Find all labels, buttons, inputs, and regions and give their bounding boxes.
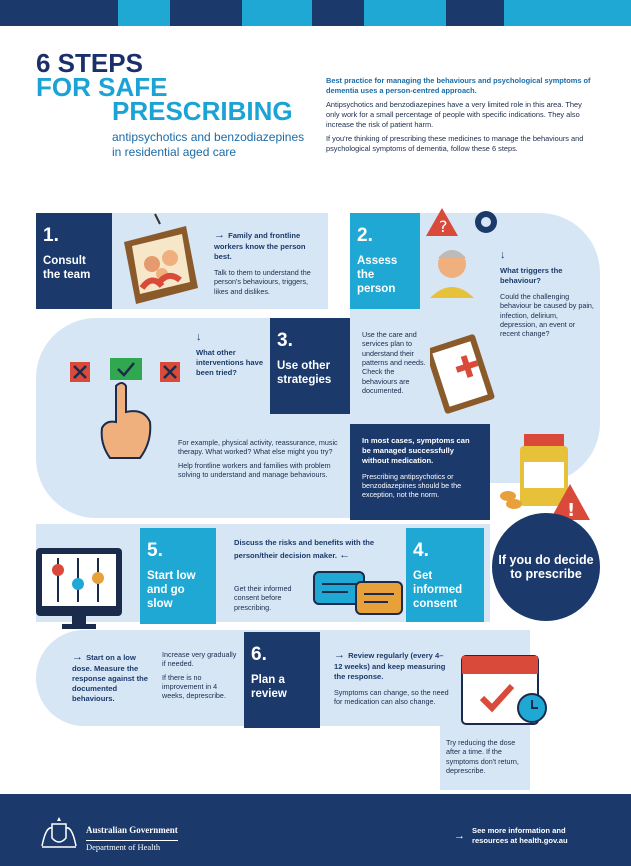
step-3-side-head: In most cases, symptoms can be managed s… (362, 436, 470, 465)
step-6-body: Symptoms can change, so the need for med… (334, 688, 449, 707)
clipboard-icon (430, 334, 495, 414)
step-5-text: → Start on a low dose. Measure the respo… (72, 650, 150, 710)
svg-text:?: ? (439, 217, 448, 236)
arrow-icon: → (214, 229, 229, 241)
step-2-text: ↓ What triggers the behaviour? Could the… (500, 248, 594, 339)
step-6-text: → Review regularly (every 4–12 weeks) an… (334, 648, 450, 707)
family-photo-icon (124, 213, 198, 304)
step-5-head: Start on a low dose. Measure the respons… (72, 653, 148, 703)
step-6-head: Review regularly (every 4–12 weeks) and … (334, 651, 446, 682)
step-2-body: Could the challenging behaviour be cause… (500, 292, 594, 339)
intro-paragraph-2: If you're thinking of prescribing these … (326, 134, 584, 153)
speech-bubbles-icon (313, 571, 403, 615)
step-5-body: Increase very gradually if needed. If th… (162, 650, 240, 701)
step-4-box: 4. Get informed consent (406, 528, 484, 622)
title-line-3: PRESCRIBING (112, 95, 293, 126)
step-1-number: 1. (43, 225, 59, 246)
step-1-head: Family and frontline workers know the pe… (214, 231, 306, 262)
title-line-2: FOR SAFE (36, 71, 168, 102)
government-logo-text: Australian Government Department of Heal… (86, 824, 178, 853)
step-6-body-2: Try reducing the dose after a time. If t… (446, 738, 519, 776)
arrow-icon: → (334, 649, 349, 661)
gov-name: Australian Government (86, 824, 178, 841)
title-line-1: 6 STEPS (36, 48, 143, 78)
decide-to-prescribe-badge: If you do decide to prescribe (492, 513, 600, 621)
choice-hand-icon (70, 358, 180, 459)
step-4-head: Discuss the risks and benefits with the … (234, 538, 375, 560)
step-4-label: Get informed consent (413, 570, 463, 610)
more-info-link[interactable]: See more information and resources at he… (472, 826, 568, 846)
step-6-box: 6. Plan a review (244, 632, 320, 728)
step-2-head: What triggers the behaviour? (500, 266, 563, 286)
step-3-label: Use other strategies (277, 360, 332, 386)
step-2-side-text: Use the care and services plan to unders… (362, 330, 426, 396)
arrow-down-icon: ↓ (196, 331, 202, 343)
step-3-head: What other interventions have been tried… (196, 348, 264, 378)
step-3-number: 3. (277, 330, 293, 351)
arrow-icon: → (454, 830, 465, 842)
page-subtitle: antipsychotics and benzodiazepines in re… (112, 130, 305, 159)
coat-of-arms-icon (41, 817, 77, 848)
assess-person-icon: ? (426, 208, 497, 298)
arrow-left-icon: ← (339, 548, 351, 561)
step-1-text: → Family and frontline workers know the … (214, 228, 324, 296)
top-color-bar (0, 0, 631, 26)
step-1-box: 1. Consult the team (36, 213, 112, 309)
step-3-side-box: In most cases, symptoms can be managed s… (350, 424, 490, 520)
step-3-body-1: For example, physical activity, reassura… (178, 438, 338, 457)
medicine-bottle-icon: ! (500, 434, 590, 521)
arrow-down-icon: ↓ (500, 249, 506, 261)
step-5-body-1: Increase very gradually if needed. (162, 650, 237, 669)
intro-lead: Best practice for managing the behaviour… (326, 76, 591, 95)
step-2-label: Assess the person (357, 255, 398, 295)
step-6-label: Plan a review (251, 674, 287, 700)
step-3-box: 3. Use other strategies (270, 318, 350, 414)
svg-text:!: ! (567, 500, 575, 521)
step-4-body: Get their informed consent before prescr… (234, 584, 292, 612)
monitor-sliders-icon (36, 548, 122, 629)
step-1-label: Consult the team (43, 255, 91, 281)
step-3-body-2: Help frontline workers and families with… (178, 460, 331, 480)
step-2-box: 2. Assess the person (350, 213, 420, 309)
step-5-box: 5. Start low and go slow (140, 528, 216, 624)
step-5-label: Start low and go slow (147, 570, 196, 610)
step-4-number: 4. (413, 540, 429, 561)
page-title: 6 STEPS FOR SAFE PRESCRIBING (36, 48, 293, 126)
step-6-number: 6. (251, 644, 267, 665)
step-3-body: For example, physical activity, reassura… (178, 438, 338, 479)
intro-paragraph-1: Antipsychotics and benzodiazepines have … (326, 100, 582, 129)
step-4-text: Discuss the risks and benefits with the … (234, 538, 384, 568)
step-5-number: 5. (147, 540, 163, 561)
step-2-number: 2. (357, 225, 373, 246)
footer: Australian Government Department of Heal… (0, 794, 631, 866)
step-1-body: Talk to them to understand the person's … (214, 268, 311, 296)
dept-name: Department of Health (86, 841, 161, 852)
step-3-text: ↓ What other interventions have been tri… (196, 330, 266, 384)
step-3-side-body: Prescribing antipsychotics or benzodiaze… (362, 471, 462, 500)
intro-text: Best practice for managing the behaviour… (326, 76, 594, 158)
calendar-icon (461, 655, 547, 725)
step-5-body-2: If there is no improvement in 4 weeks, d… (162, 672, 226, 701)
arrow-icon: → (72, 651, 87, 663)
